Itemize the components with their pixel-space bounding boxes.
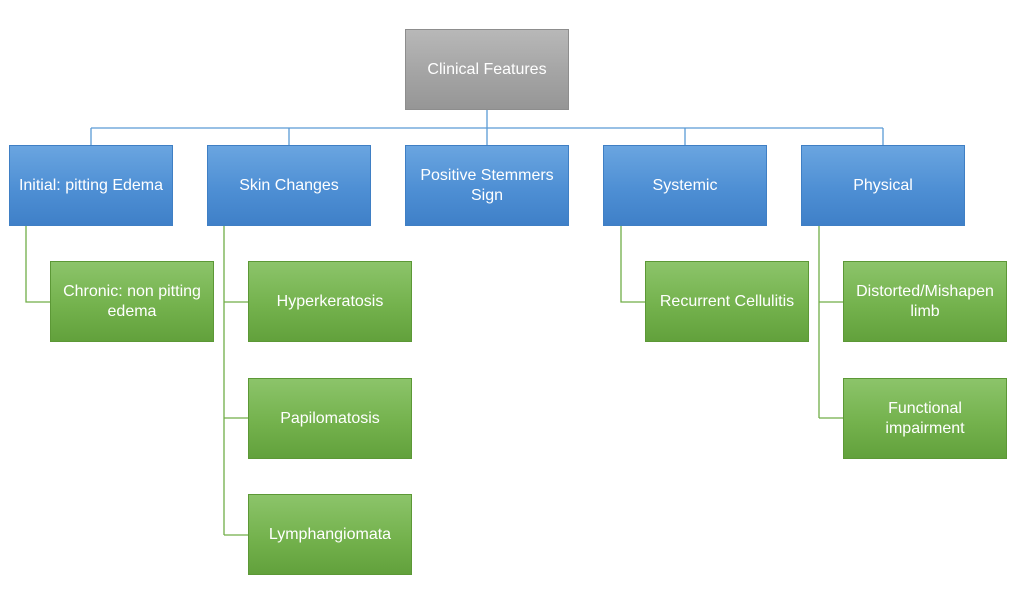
root-label: Clinical Features <box>427 60 547 78</box>
leaf-hyperkeratosis: Hyperkeratosis <box>248 261 412 342</box>
category-label: Skin Changes <box>239 176 339 194</box>
root-node: Clinical Features <box>405 29 569 110</box>
leaf-distorted-limb: Distorted/Mishapen limb <box>843 261 1007 342</box>
leaf-label: Lymphangiomata <box>268 525 392 543</box>
leaf-label: Chronic: non pitting edema <box>63 282 201 320</box>
category-label: Physical <box>853 176 913 194</box>
leaf-functional-impairment: Functional impairment <box>843 378 1007 459</box>
leaf-lymphangiomata: Lymphangiomata <box>248 494 412 575</box>
leaf-label: Recurrent Cellulitis <box>659 292 795 310</box>
leaf-label: Hyperkeratosis <box>276 292 384 310</box>
category-stemmers-sign: Positive Stemmers Sign <box>405 145 569 226</box>
leaf-recurrent-cellulitis: Recurrent Cellulitis <box>645 261 809 342</box>
category-physical: Physical <box>801 145 965 226</box>
category-label: Positive Stemmers Sign <box>420 166 554 204</box>
category-initial: Initial: pitting Edema <box>9 145 173 226</box>
category-systemic: Systemic <box>603 145 767 226</box>
category-label: Systemic <box>652 176 718 194</box>
category-skin-changes: Skin Changes <box>207 145 371 226</box>
leaf-chronic-edema: Chronic: non pitting edema <box>50 261 214 342</box>
leaf-label: Papilomatosis <box>280 409 380 427</box>
leaf-papilomatosis: Papilomatosis <box>248 378 412 459</box>
leaf-label: Distorted/Mishapen limb <box>856 282 994 320</box>
leaf-label: Functional impairment <box>885 399 965 437</box>
category-label: Initial: pitting Edema <box>18 176 164 194</box>
